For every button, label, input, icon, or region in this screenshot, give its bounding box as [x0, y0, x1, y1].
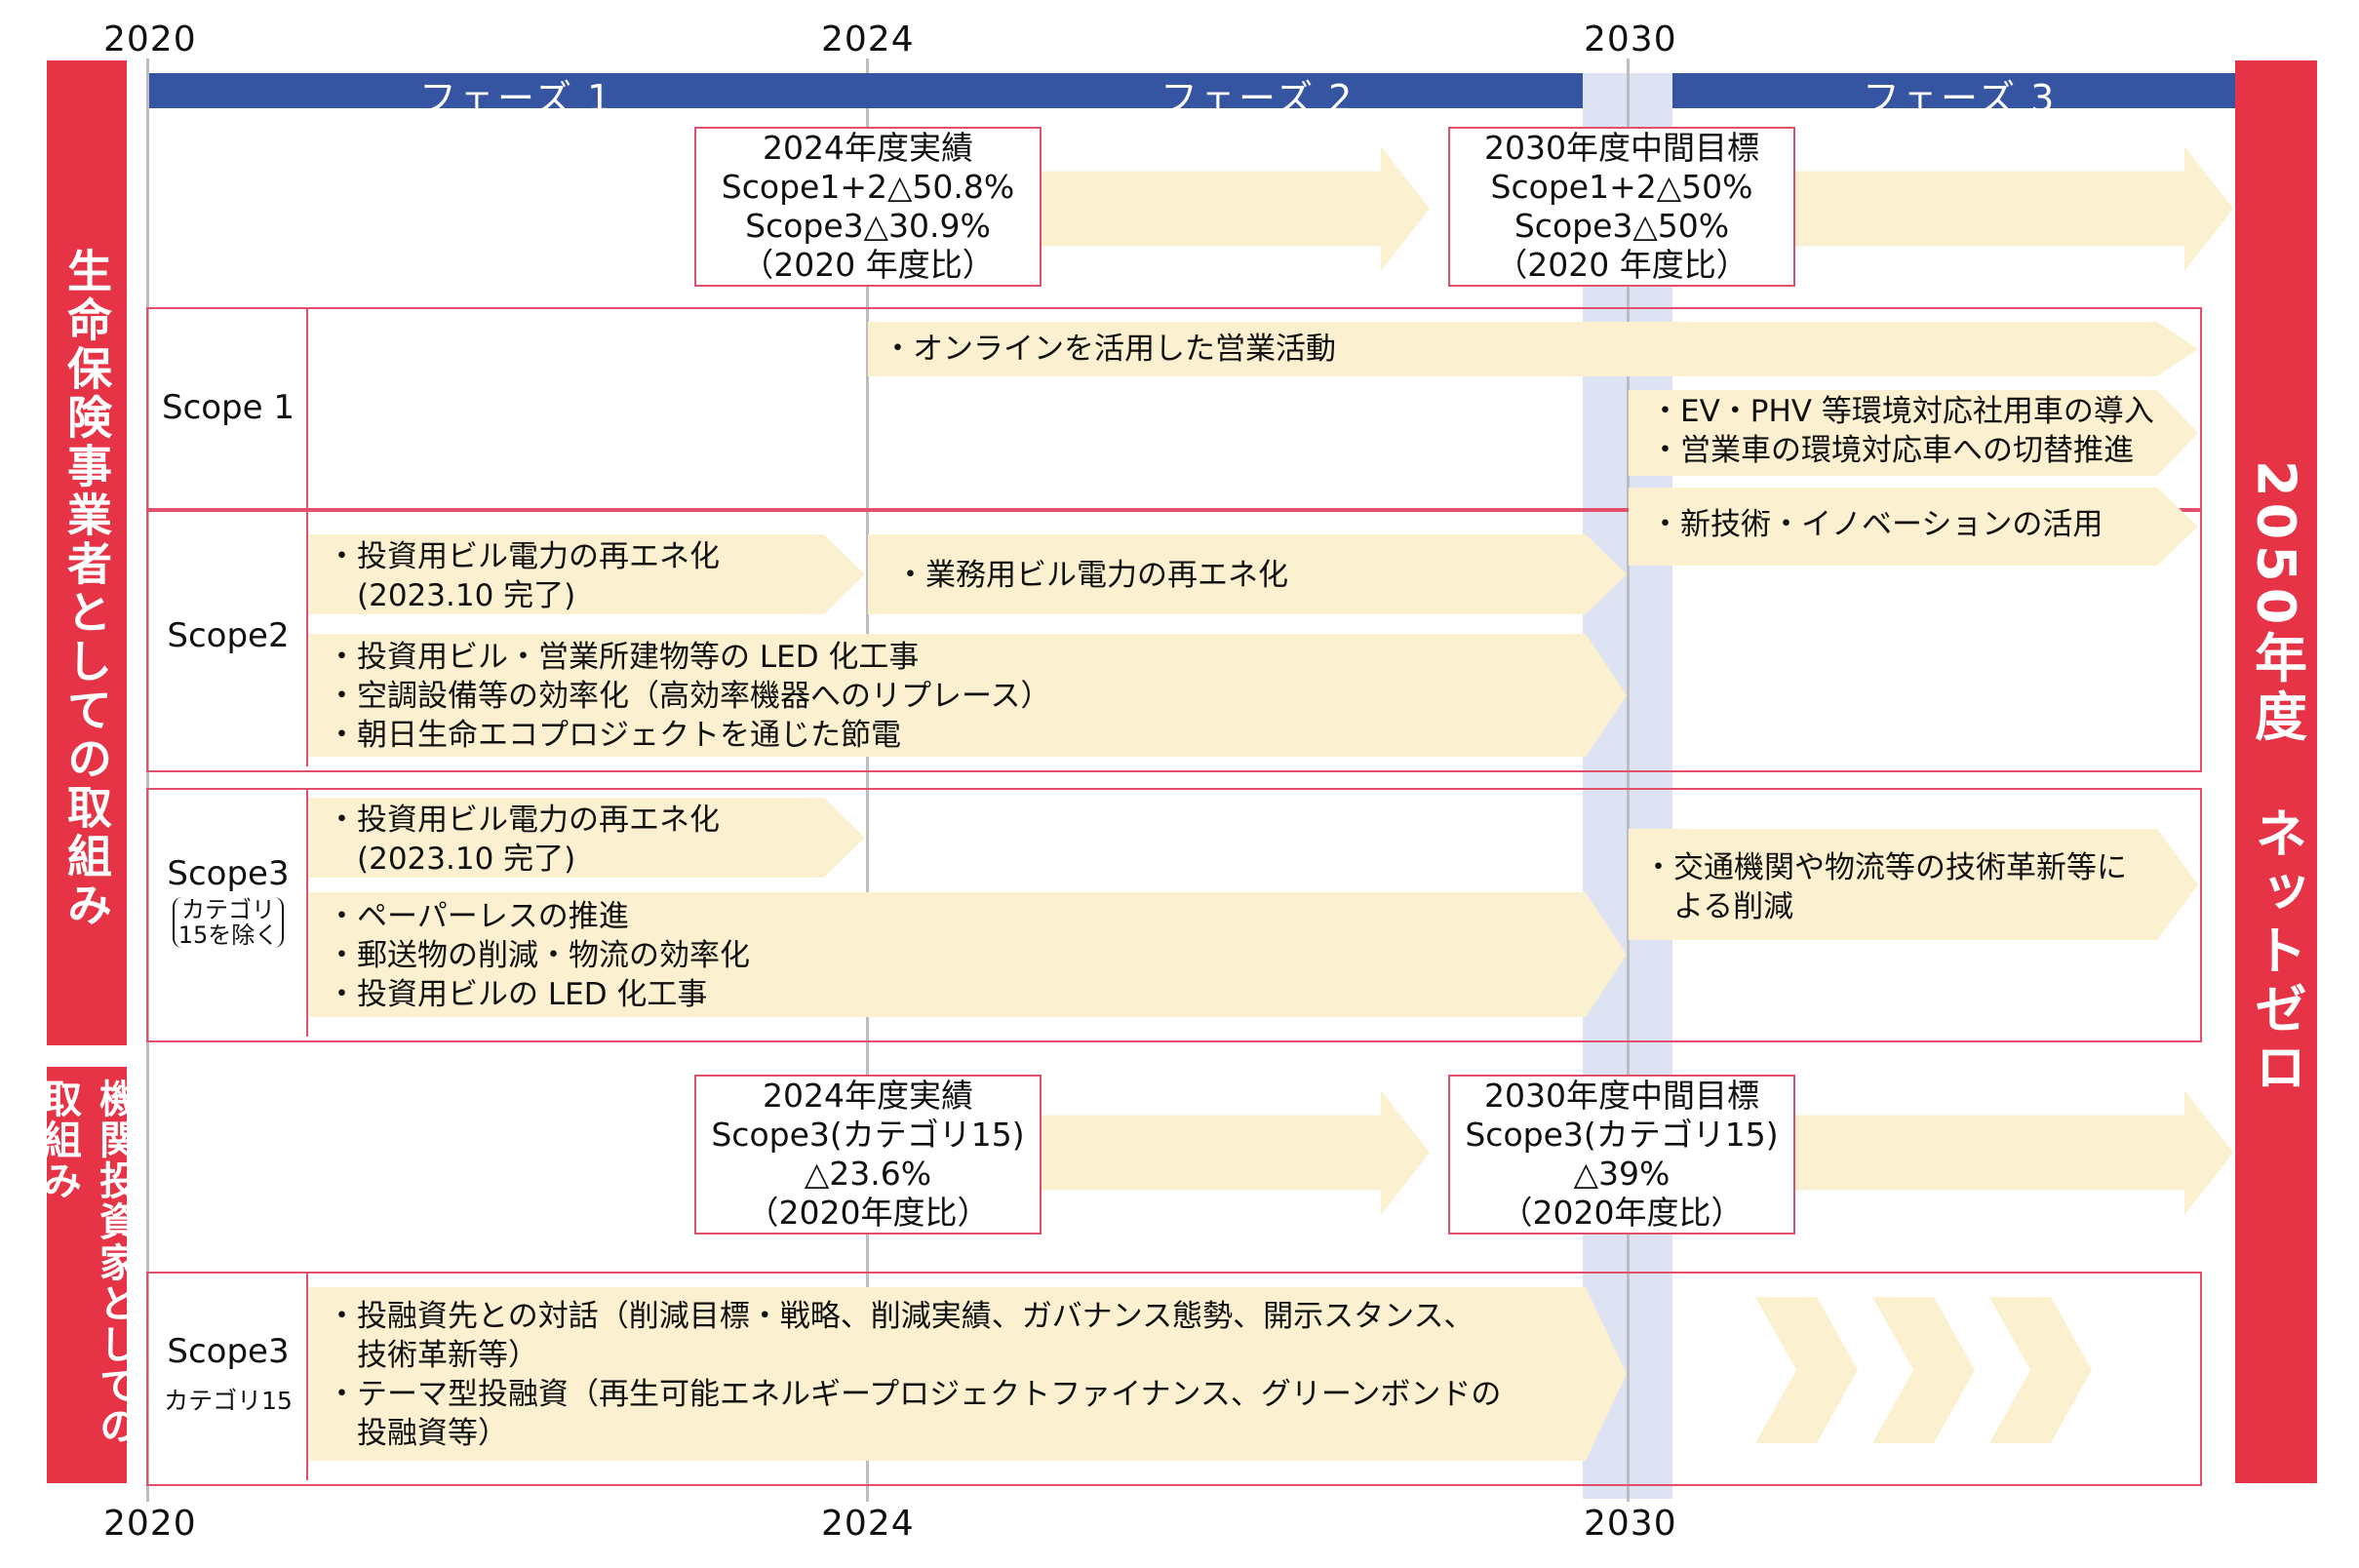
target-2030-bottom-line3: △39% [1573, 1155, 1671, 1193]
target-arrow-bottom-1 [1034, 1090, 1430, 1215]
s1-online-arrow [868, 322, 2198, 376]
s3-paperless-text: ・ペーパーレスの推進 ・郵送物の削減・物流の効率化 ・投資用ビルの LED 化工… [327, 899, 750, 1012]
target-2030-top-line2: Scope1+2△50% [1490, 168, 1753, 206]
s3-transport-arrow [1629, 829, 2198, 940]
line-2020 [146, 59, 149, 1502]
s3-paperless-arrow [309, 892, 1627, 1017]
target-2030-top-line1: 2030年度中間目標 [1484, 129, 1759, 167]
line-2024 [866, 59, 869, 1502]
scope3-cat15-label-cell [148, 1274, 308, 1480]
goal-label: 2050年度 ネットゼロ [2245, 460, 2307, 1099]
section-scope3-cat15 [146, 1272, 2202, 1486]
section-scope3 [146, 788, 2202, 1042]
s2-led-arrow [309, 634, 1627, 757]
target-2030-bottom-line2: Scope3(カテゴリ15) [1465, 1116, 1779, 1154]
scope1-label-cell [148, 309, 308, 510]
scope3-sublabel: カテゴリ 15を除く [148, 897, 308, 948]
sidebar-life-insurer: 生命保険事業者としての取組み [47, 60, 127, 1045]
s2-office-power-arrow [868, 534, 1627, 614]
target-2024-bottom-line4: （2020年度比） [746, 1194, 990, 1232]
section-scope2 [146, 508, 2202, 772]
scope1-label: Scope 1 [161, 388, 295, 427]
s1-ev-arrow [1629, 390, 2198, 476]
sidebar-goal: 2050年度 ネットゼロ [2235, 60, 2317, 1483]
target-2030-top-line3: Scope3△50% [1514, 207, 1730, 245]
phase-1-label: フェーズ 1 [419, 77, 613, 120]
year-bottom-2030: 2030 [1584, 1504, 1677, 1544]
target-2024-top-line4: （2020 年度比） [741, 246, 995, 284]
target-2024-bottom: 2024年度実績 Scope3(カテゴリ15) △23.6% （2020年度比） [694, 1075, 1042, 1235]
s1-newtech-text: ・新技術・イノベーションの活用 [1650, 507, 2103, 542]
s2-led-text: ・投資用ビル・営業所建物等の LED 化工事 ・空調設備等の効率化（高効率機器へ… [327, 640, 1051, 753]
target-2030-top: 2030年度中間目標 Scope1+2△50% Scope3△50% （2020… [1448, 127, 1795, 287]
scope2-label-cell [148, 510, 308, 766]
year-bottom-2024: 2024 [821, 1504, 915, 1544]
scope3-label: Scope3 [167, 854, 290, 893]
scope3-sublabel-text: カテゴリ 15を除く [172, 897, 285, 948]
s3-invest-power-arrow [309, 798, 865, 878]
year-top-2024: 2024 [821, 20, 915, 59]
scope3-label-cell [148, 790, 308, 1037]
target-2030-bottom-line4: （2020年度比） [1500, 1194, 1744, 1232]
s2-invest-power-arrow [309, 534, 865, 614]
year-bottom-2020: 2020 [103, 1504, 197, 1544]
inv-engagement-arrow [309, 1287, 1627, 1461]
phase-2-label: フェーズ 2 [1160, 77, 1355, 120]
scope2-label: Scope2 [167, 616, 290, 655]
section-scope1 [146, 307, 2202, 512]
phase-bar-3 [1672, 73, 2235, 108]
scope3-cat15-sublabel: カテゴリ15 [164, 1387, 293, 1415]
target-2024-top-line2: Scope1+2△50.8% [721, 168, 1015, 206]
s1-online-text: ・オンラインを活用した営業活動 [883, 332, 1336, 367]
target-2024-bottom-line3: △23.6% [804, 1155, 932, 1193]
target-2030-top-line4: （2020 年度比） [1495, 246, 1749, 284]
target-2024-top-line3: Scope3△30.9% [745, 207, 991, 245]
target-2024-top-line1: 2024年度実績 [763, 129, 973, 167]
sidebar-investor-label: 機関投資家としての取組み [36, 1078, 138, 1447]
target-arrow-bottom-2 [1789, 1090, 2233, 1215]
target-arrow-top-2 [1789, 146, 2233, 271]
target-2024-top: 2024年度実績 Scope1+2△50.8% Scope3△30.9% （20… [694, 127, 1042, 287]
phase-3-label: フェーズ 3 [1863, 77, 2057, 120]
s2-office-power-text: ・業務用ビル電力の再エネ化 [895, 558, 1288, 593]
year-top-2030: 2030 [1584, 20, 1677, 59]
s1-newtech-arrow [1629, 488, 2198, 566]
inv-engagement-text: ・投融資先との対話（削減目標・戦略、削減実績、ガバナンス態勢、開示スタンス、 技… [327, 1299, 1502, 1451]
sidebar-life-insurer-label: 生命保険事業者としての取組み [60, 248, 113, 930]
s1-ev-text: ・EV・PHV 等環境対応社用車の導入 ・営業車の環境対応車への切替推進 [1650, 394, 2154, 468]
s2-invest-power-text: ・投資用ビル電力の再エネ化 (2023.10 完了) [327, 539, 720, 613]
target-2024-bottom-line2: Scope3(カテゴリ15) [711, 1116, 1025, 1154]
target-2030-bottom: 2030年度中間目標 Scope3(カテゴリ15) △39% （2020年度比） [1448, 1075, 1795, 1235]
phase-bar-1-2 [149, 73, 1583, 108]
target-2030-bottom-line1: 2030年度中間目標 [1484, 1077, 1759, 1115]
sidebar-investor: 機関投資家としての取組み [36, 1067, 138, 1483]
s3-transport-text: ・交通機関や物流等の技術革新等に よる削減 [1643, 850, 2127, 924]
target-2024-bottom-line1: 2024年度実績 [763, 1077, 973, 1115]
line-2030 [1627, 59, 1630, 1502]
year-top-2020: 2020 [103, 20, 197, 59]
target-arrow-top-1 [1034, 146, 1430, 271]
s3-invest-power-text: ・投資用ビル電力の再エネ化 (2023.10 完了) [327, 803, 720, 877]
scope3-cat15-label: Scope3 [167, 1332, 290, 1371]
